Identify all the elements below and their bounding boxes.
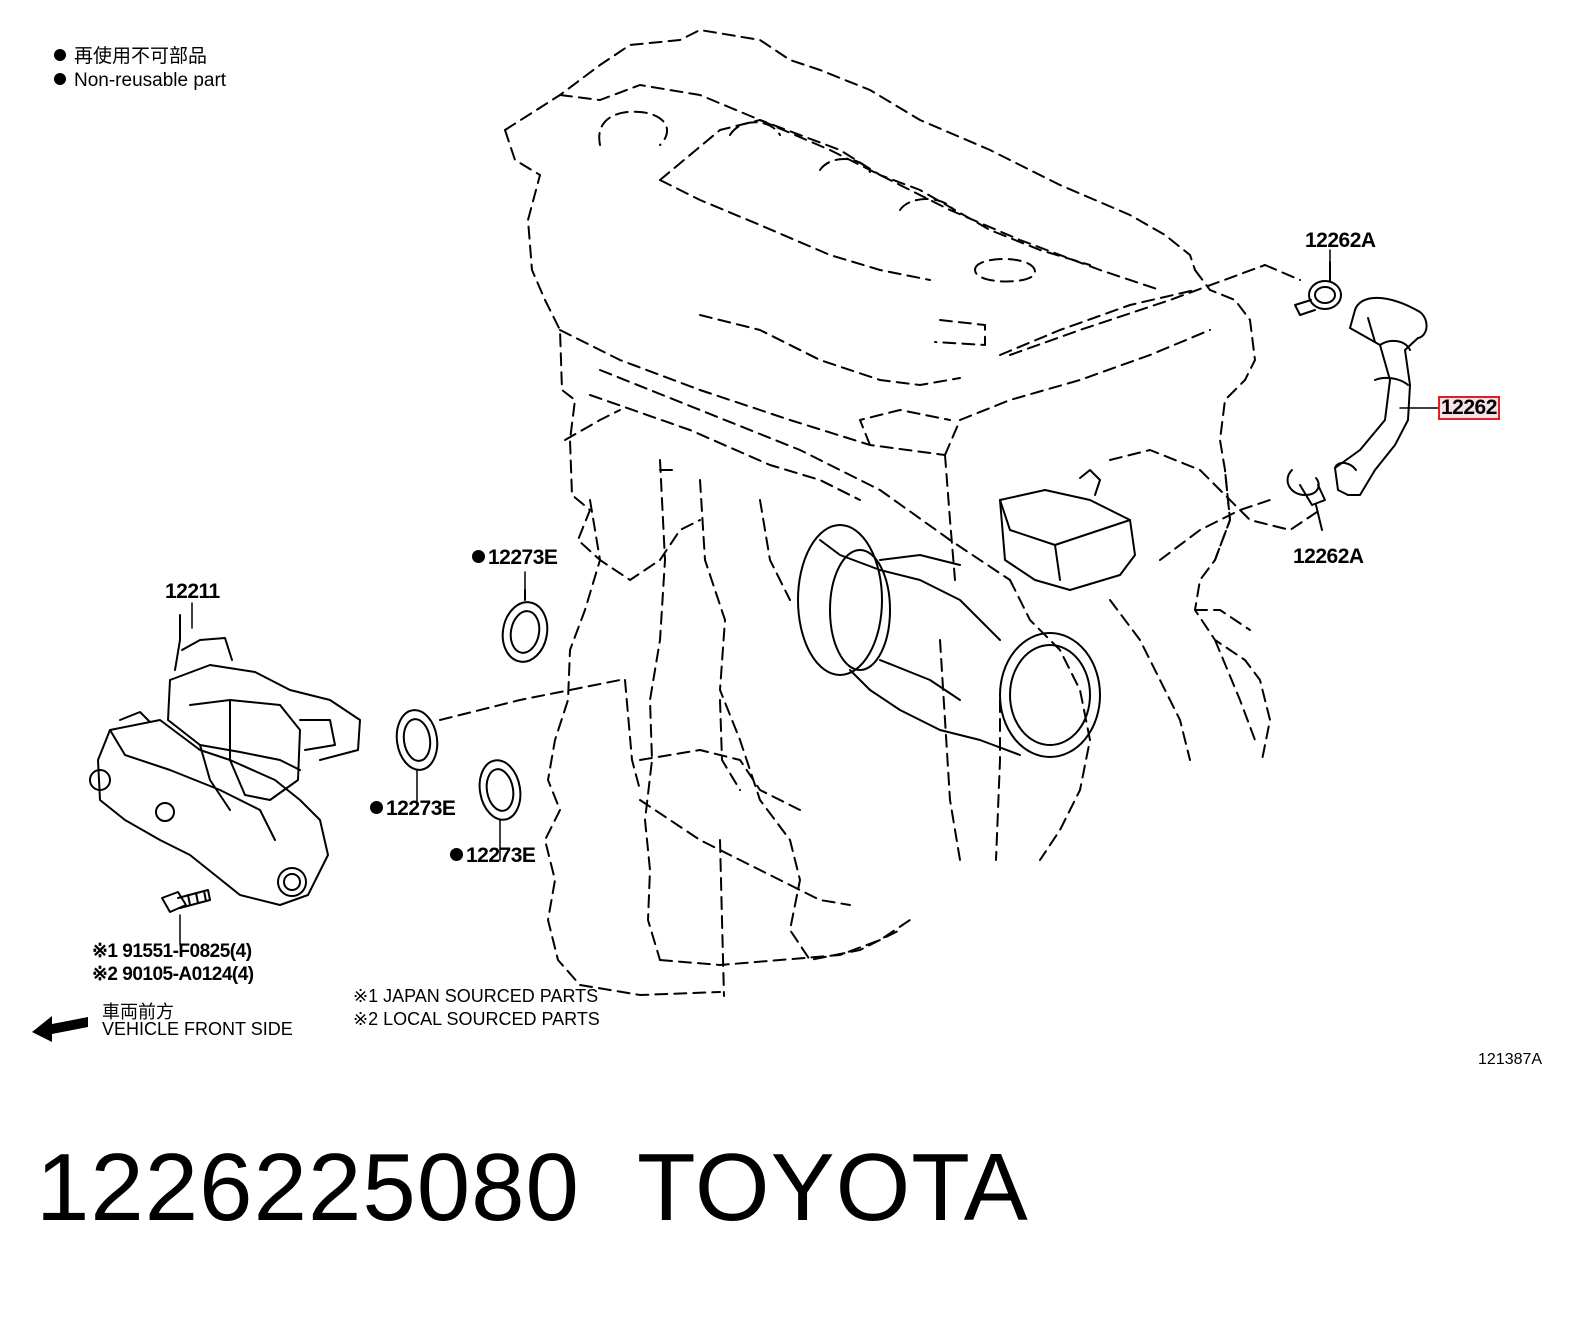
gasket-left — [395, 709, 439, 806]
callout-12273e-left-text: 12273E — [386, 797, 456, 820]
part-number: 1226225080 — [36, 1134, 580, 1241]
callout-12211-text: 12211 — [165, 580, 220, 603]
brand-name: TOYOTA — [637, 1134, 1029, 1241]
non-reusable-dot-icon — [370, 801, 383, 814]
bullet-icon — [54, 73, 66, 85]
throttle-body — [797, 469, 1136, 758]
callout-12273e-top[interactable]: 12273E — [472, 546, 558, 570]
callout-12262a-bottom-text: 12262A — [1293, 545, 1364, 568]
callout-12273e-left[interactable]: 12273E — [370, 797, 456, 821]
callout-12262a-top[interactable]: 12262A — [1305, 229, 1376, 253]
legend-text-en: Non-reusable part — [74, 70, 227, 91]
gasket-top — [501, 571, 549, 663]
hose-clip-bottom — [1286, 469, 1326, 531]
bolt — [161, 889, 211, 946]
callout-12273e-top-text: 12273E — [488, 546, 558, 569]
vehicle-front-arrow — [32, 1016, 88, 1042]
engine-block-outline — [439, 29, 1321, 997]
non-reusable-dot-icon — [450, 848, 463, 861]
vehicle-front-jp: 車両前方 — [102, 1002, 174, 1022]
sourcing-note-local: ※2 LOCAL SOURCED PARTS — [353, 1009, 600, 1029]
illustration-code: 121387A — [1478, 1051, 1543, 1068]
legend-text-jp: 再使用不可部品 — [74, 46, 208, 67]
callout-12211[interactable]: 12211 — [165, 580, 220, 604]
bolt-note-2: ※2 90105-A0124(4) — [92, 964, 254, 985]
vehicle-front-en: VEHICLE FRONT SIDE — [102, 1019, 293, 1039]
callout-12262a-bottom[interactable]: 12262A — [1293, 545, 1364, 569]
callout-12273e-bottom-text: 12273E — [466, 844, 536, 867]
sourcing-note-japan: ※1 JAPAN SOURCED PARTS — [353, 986, 599, 1006]
pcv-hose — [1334, 296, 1428, 496]
callout-12273e-bottom[interactable]: 12273E — [450, 844, 536, 868]
callout-12262-highlighted[interactable]: 12262 — [1438, 396, 1500, 420]
legend-non-reusable-jp: 再使用不可部品 — [54, 46, 207, 68]
callout-12262a-top-text: 12262A — [1305, 229, 1376, 252]
legend-non-reusable-en: Non-reusable part — [54, 70, 226, 92]
bolt-note-1: ※1 91551-F0825(4) — [92, 941, 252, 962]
hose-clip-top — [1294, 261, 1342, 316]
gasket-bottom — [478, 759, 522, 861]
bullet-icon — [54, 49, 66, 61]
non-reusable-dot-icon — [472, 550, 485, 563]
callout-12262-text: 12262 — [1441, 396, 1497, 419]
component-12211 — [89, 614, 361, 906]
